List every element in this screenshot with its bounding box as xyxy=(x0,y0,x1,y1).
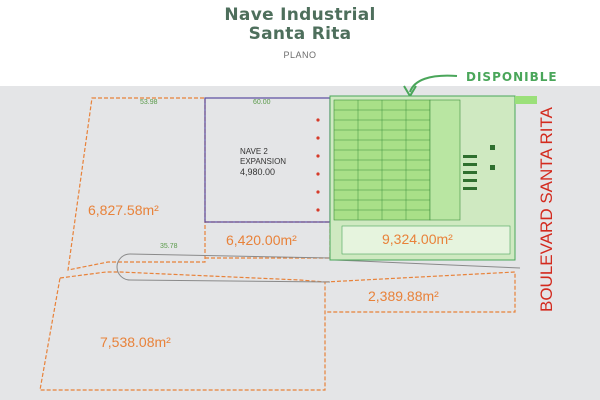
road-label: BOULEVARD SANTA RITA xyxy=(537,106,556,312)
area-middle: 6,420.00m² xyxy=(226,232,297,248)
lot-outline-bottom-right xyxy=(324,271,516,313)
parking-area xyxy=(341,225,511,255)
nave2-label-line1: NAVE 2 xyxy=(240,147,268,156)
page-subtitle: PLANO xyxy=(283,50,317,60)
arrow-icon xyxy=(409,74,458,93)
lot-outline-top-left xyxy=(67,97,206,271)
area-right: 9,324.00m² xyxy=(382,231,453,247)
area-top-left: 6,827.58m² xyxy=(88,202,159,218)
road-edge xyxy=(334,259,521,269)
road-curve xyxy=(116,253,331,283)
entry-marker xyxy=(515,96,537,104)
page-title-line1: Nave Industrial xyxy=(224,5,376,25)
area-bottom-left: 7,538.08m² xyxy=(100,334,171,350)
available-label: DISPONIBLE xyxy=(466,70,558,84)
page-title-line2: Santa Rita xyxy=(248,24,352,44)
nave2-label-line2: EXPANSION xyxy=(240,157,286,166)
dimension-top-middle: 60.00 xyxy=(253,99,271,106)
office-area xyxy=(429,99,461,221)
area-bottom-right: 2,389.88m² xyxy=(368,288,439,304)
lot-outline-bottom-left xyxy=(39,271,326,391)
nave2-label-line3: 4,980.00 xyxy=(240,167,275,177)
dimension-top-left: 53.98 xyxy=(140,99,158,106)
dimension-lower-left: 35.78 xyxy=(160,243,178,250)
